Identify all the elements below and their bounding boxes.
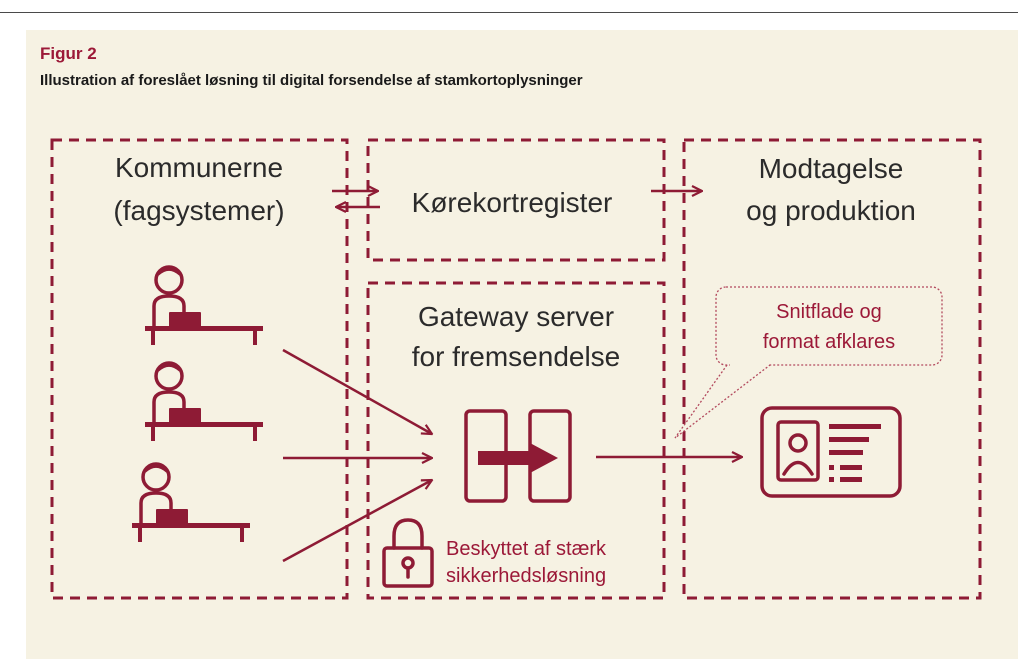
user-at-laptop-icon	[145, 265, 263, 345]
reception-title: Modtagelse	[759, 153, 904, 184]
user-to-gateway-arrow	[282, 348, 432, 434]
license-registry-title: Kørekortregister	[412, 187, 613, 218]
license-registry-box	[366, 138, 666, 262]
gateway-subtitle: for fremsendelse	[412, 341, 621, 372]
gateway-server-icon	[464, 409, 572, 503]
id-card-icon	[760, 406, 902, 498]
user-at-laptop-icon	[145, 361, 263, 441]
user-at-laptop-icon	[132, 462, 250, 542]
municipalities-box	[50, 138, 349, 600]
gateway-title: Gateway server	[418, 301, 614, 332]
interface-note-bubble	[674, 286, 943, 439]
figure-caption: Illustration af foreslået løsning til di…	[40, 72, 583, 89]
bidirectional-arrow-icon	[332, 191, 380, 207]
interface-note-line1: Snitflade og	[776, 301, 882, 323]
security-note-line2: sikkerhedsløsning	[446, 565, 606, 587]
padlock-icon	[382, 518, 434, 588]
reception-subtitle: og produktion	[746, 195, 916, 226]
municipalities-title: Kommunerne	[115, 152, 283, 183]
reception-box	[682, 138, 982, 600]
security-note-line1: Beskyttet af stærk	[446, 538, 607, 560]
municipalities-subtitle: (fagsystemer)	[113, 195, 284, 226]
user-to-gateway-arrow	[282, 480, 432, 563]
figure-label: Figur 2	[40, 44, 97, 63]
top-divider	[0, 12, 1018, 13]
interface-note-line2: format afklares	[763, 331, 895, 353]
